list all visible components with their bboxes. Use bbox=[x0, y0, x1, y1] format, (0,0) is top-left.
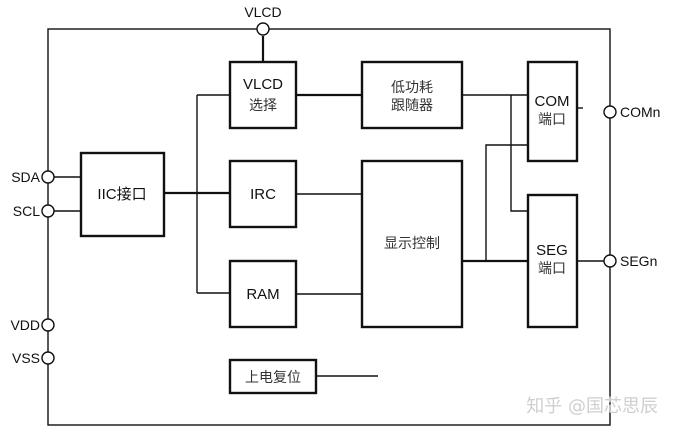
block-com-port: COM 端口 bbox=[526, 60, 579, 163]
pin-vss: VSS bbox=[12, 350, 55, 366]
ram-label: RAM bbox=[246, 286, 279, 303]
vlcd-select-label-2: 选择 bbox=[249, 98, 277, 114]
pin-scl: SCL bbox=[13, 203, 55, 219]
iic-label: IIC接口 bbox=[97, 186, 146, 203]
pin-comn-icon bbox=[603, 105, 617, 119]
pin-vlcd: VLCD bbox=[244, 4, 282, 36]
wires bbox=[54, 36, 604, 377]
pin-vdd-icon bbox=[41, 318, 55, 332]
pin-segn: SEGn bbox=[603, 253, 657, 269]
wire-display-com bbox=[485, 144, 528, 261]
seg-port-label-2: 端口 bbox=[538, 261, 566, 277]
power-on-reset-label: 上电复位 bbox=[245, 369, 301, 386]
pin-vss-icon bbox=[41, 351, 55, 365]
block-seg-port: SEG 端口 bbox=[526, 193, 579, 329]
pin-vdd: VDD bbox=[10, 317, 55, 333]
pin-vlcd-label: VLCD bbox=[244, 4, 281, 20]
irc-label: IRC bbox=[250, 186, 276, 203]
follower-label-1: 低功耗 bbox=[391, 80, 433, 96]
com-port-label-2: 端口 bbox=[538, 112, 566, 128]
pin-segn-label: SEGn bbox=[620, 253, 657, 269]
wire-follower-seg bbox=[510, 95, 528, 212]
follower-label-2: 跟随器 bbox=[391, 98, 433, 114]
block-display-control: 显示控制 bbox=[360, 159, 464, 329]
block-power-on-reset: 上电复位 bbox=[228, 358, 318, 395]
pin-vlcd-icon bbox=[256, 22, 270, 36]
chip-outline bbox=[47, 28, 611, 426]
pin-comn-label: COMn bbox=[620, 104, 660, 120]
pin-sda: SDA bbox=[11, 169, 55, 185]
pin-scl-label: SCL bbox=[13, 203, 40, 219]
block-iic: IIC接口 bbox=[79, 151, 166, 238]
block-irc: IRC bbox=[228, 159, 298, 229]
pin-sda-label: SDA bbox=[11, 169, 40, 185]
pin-vdd-label: VDD bbox=[10, 317, 40, 333]
pin-vss-label: VSS bbox=[12, 350, 40, 366]
display-control-label: 显示控制 bbox=[384, 236, 440, 252]
vlcd-select-label-1: VLCD bbox=[243, 76, 283, 93]
pin-sda-icon bbox=[41, 170, 55, 184]
block-low-power-follower: 低功耗 跟随器 bbox=[360, 60, 464, 130]
block-ram: RAM bbox=[228, 259, 298, 329]
block-vlcd-select: VLCD 选择 bbox=[228, 60, 298, 130]
com-port-label-1: COM bbox=[535, 93, 570, 110]
pin-scl-icon bbox=[41, 204, 55, 218]
pin-comn: COMn bbox=[603, 104, 660, 120]
watermark: 知乎 @国芯思辰 bbox=[526, 396, 658, 417]
pin-segn-icon bbox=[603, 254, 617, 268]
seg-port-label-1: SEG bbox=[536, 242, 568, 259]
